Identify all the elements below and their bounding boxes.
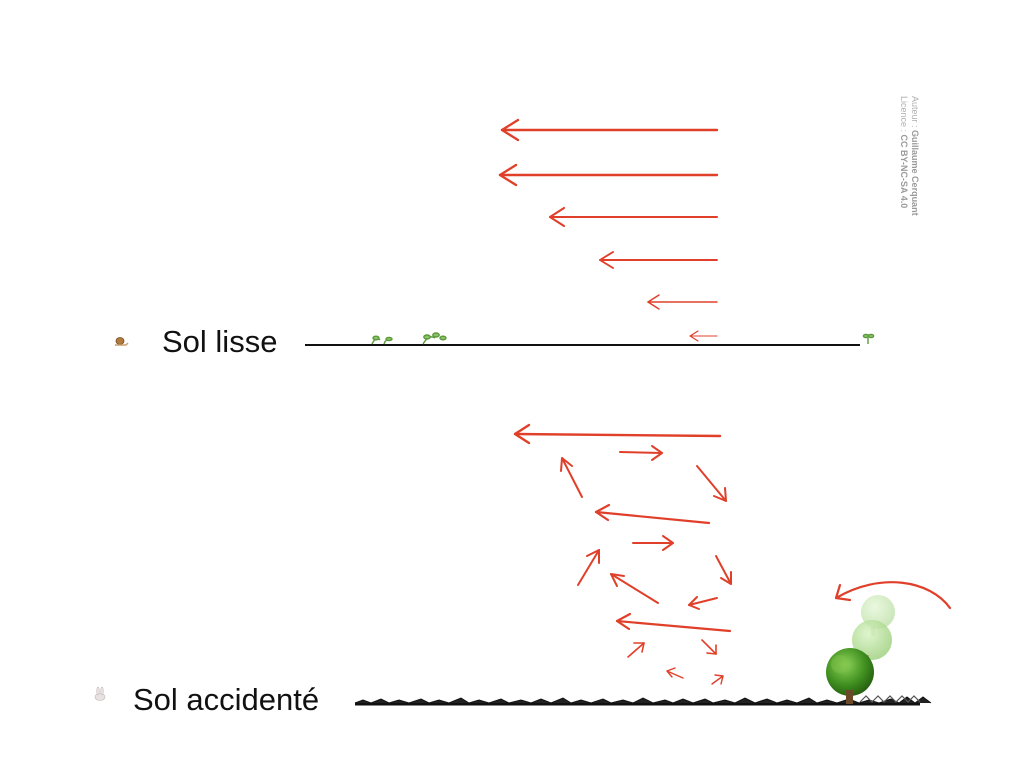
flow-arrow — [688, 596, 718, 610]
license-value: CC BY-NC-SA 4.0 — [899, 134, 909, 209]
flow-arrow — [500, 118, 719, 142]
flow-arrow — [498, 163, 719, 187]
flow-arrow — [627, 642, 645, 658]
author-value: Guillaume Cerquant — [910, 130, 920, 216]
rough-ground-label: Sol accidenté — [133, 682, 320, 717]
flow-arrow — [696, 465, 727, 502]
author-line: Auteur : Guillaume Cerquant — [909, 96, 920, 216]
flow-arrow — [599, 251, 718, 269]
flow-arrow — [513, 423, 722, 445]
author-key: Auteur : — [910, 96, 920, 128]
plant-icon — [371, 332, 875, 345]
rabbit-icon — [94, 686, 106, 701]
flow-arrow — [594, 503, 711, 525]
rough-ground — [68, 695, 932, 706]
flow-arrow — [647, 294, 718, 310]
flow-arrow — [615, 612, 732, 633]
flow-arrow — [701, 639, 717, 655]
flow-arrow — [610, 573, 659, 604]
smooth-flow-arrows — [498, 118, 719, 342]
rough-flow-arrows — [513, 423, 732, 685]
flow-arrow — [689, 330, 718, 342]
smooth-ground-label: Sol lisse — [162, 324, 278, 359]
flow-arrow — [577, 549, 600, 586]
flow-arrow — [619, 445, 663, 461]
tree-icon — [826, 595, 895, 704]
flow-arrow — [666, 667, 684, 679]
flow-arrow — [632, 535, 674, 551]
flow-arrow — [548, 206, 719, 228]
flow-arrow — [560, 457, 583, 498]
license-key: Licence : — [899, 96, 909, 133]
snail-icon — [115, 337, 129, 346]
flow-arrow — [715, 555, 732, 585]
tree-swing-arrow — [834, 581, 952, 610]
flow-arrow — [711, 674, 724, 685]
license-line: Licence : CC BY-NC-SA 4.0 — [898, 96, 909, 216]
author-credit: Auteur : Guillaume Cerquant Licence : CC… — [898, 96, 920, 216]
